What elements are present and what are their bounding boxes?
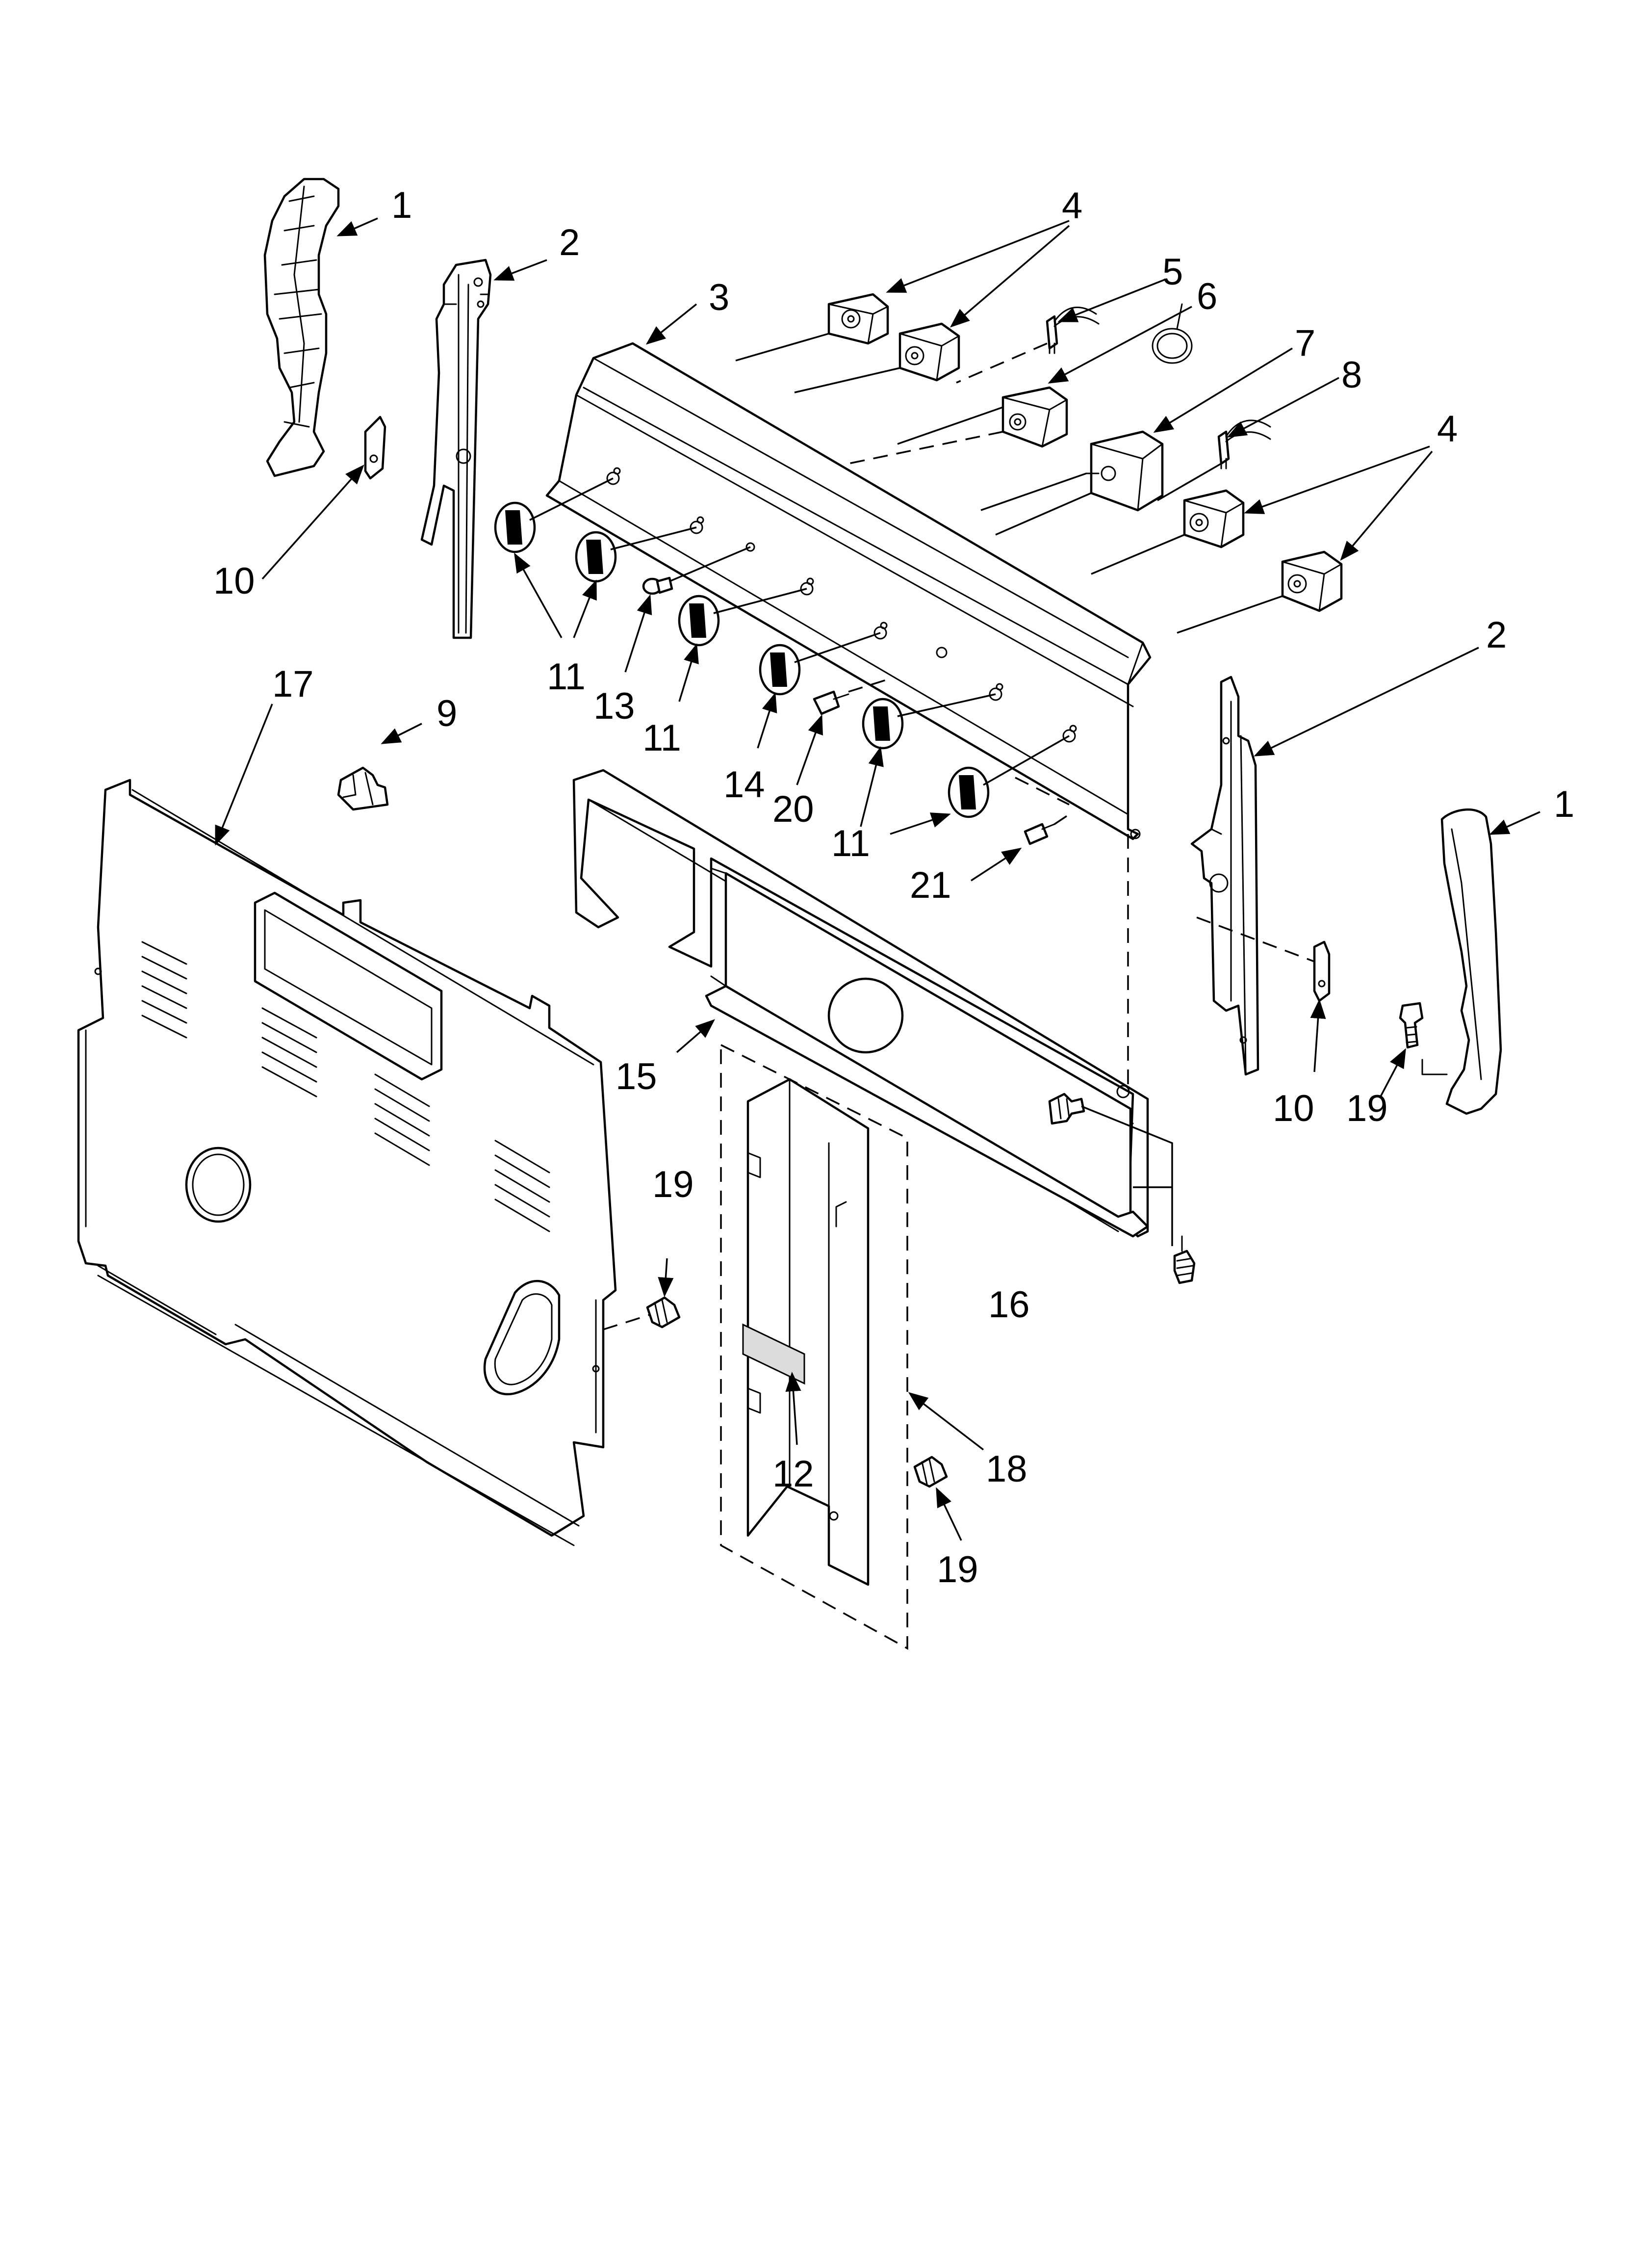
knob-2 xyxy=(575,526,697,583)
callout-8: 8 xyxy=(1341,354,1362,396)
screw-19-right xyxy=(1399,1002,1448,1075)
callout-4a: 4 xyxy=(1062,185,1082,227)
screw-19-lower xyxy=(913,1456,948,1488)
console-holes xyxy=(606,467,1141,839)
callout-1b: 1 xyxy=(1554,783,1574,825)
callout-16: 16 xyxy=(988,1284,1030,1326)
infinite-switch-2 xyxy=(898,322,960,382)
callout-15: 15 xyxy=(616,1056,657,1097)
manifold-panel xyxy=(572,769,1149,1238)
callout-11a: 11 xyxy=(547,656,586,698)
callout-13: 13 xyxy=(593,685,635,727)
callout-2a: 2 xyxy=(559,222,580,263)
callout-12: 12 xyxy=(772,1453,814,1495)
screw-21 xyxy=(1015,777,1070,845)
side-bracket-right xyxy=(1190,676,1259,1076)
indicator-light-5 xyxy=(1046,307,1100,354)
knob-6 xyxy=(948,735,1070,818)
end-cap-left xyxy=(263,178,340,477)
leader-arrows xyxy=(215,217,1540,1541)
callout-20: 20 xyxy=(772,788,814,830)
wire-cover xyxy=(720,1043,908,1650)
callout-11b: 11 xyxy=(642,717,681,759)
push-button-13 xyxy=(642,546,751,595)
callout-19b: 19 xyxy=(652,1164,694,1205)
infinite-switch-1 xyxy=(827,293,889,345)
clip-right xyxy=(1196,916,1331,1002)
callout-19c: 19 xyxy=(937,1549,978,1590)
infinite-switch-3 xyxy=(1183,489,1245,548)
callout-10b: 10 xyxy=(1273,1088,1314,1129)
side-bracket-left xyxy=(420,259,492,639)
clip-left xyxy=(364,416,386,480)
console-panel xyxy=(545,342,1152,840)
callout-21: 21 xyxy=(910,864,951,906)
assembly-lines xyxy=(735,333,1283,1084)
rear-panel xyxy=(77,779,650,1546)
callout-2b: 2 xyxy=(1486,614,1507,656)
callout-5: 5 xyxy=(1162,251,1183,293)
callout-14: 14 xyxy=(723,764,765,806)
screw-16b xyxy=(1081,1105,1196,1284)
screw-19-center xyxy=(646,1296,681,1329)
knob-1 xyxy=(494,477,614,553)
callout-17: 17 xyxy=(272,663,314,705)
callout-labels: 1 1 2 2 3 4 4 5 6 7 8 9 10 10 11 11 11 1… xyxy=(213,184,1574,1590)
screw-20 xyxy=(813,678,888,715)
knob-5 xyxy=(862,693,996,750)
thermostat-7 xyxy=(1085,303,1193,512)
rear-panel-vents xyxy=(141,941,550,1232)
knob-3 xyxy=(678,588,807,647)
callout-4b: 4 xyxy=(1437,408,1458,450)
callout-18: 18 xyxy=(986,1448,1027,1490)
callout-6: 6 xyxy=(1197,276,1217,317)
screw-16a xyxy=(1048,1093,1085,1125)
infinite-switch-4 xyxy=(1281,550,1343,612)
callout-7: 7 xyxy=(1295,322,1315,364)
knob-4 xyxy=(759,632,881,696)
callout-11c: 11 xyxy=(831,823,870,864)
callout-19a: 19 xyxy=(1346,1088,1388,1129)
end-cap-right xyxy=(1440,808,1502,1115)
callout-9: 9 xyxy=(436,693,457,734)
callout-3: 3 xyxy=(709,277,729,318)
callout-1a: 1 xyxy=(391,184,412,226)
callout-10a: 10 xyxy=(213,560,255,602)
selector-switch-6 xyxy=(1001,386,1068,448)
small-bracket xyxy=(337,766,389,811)
